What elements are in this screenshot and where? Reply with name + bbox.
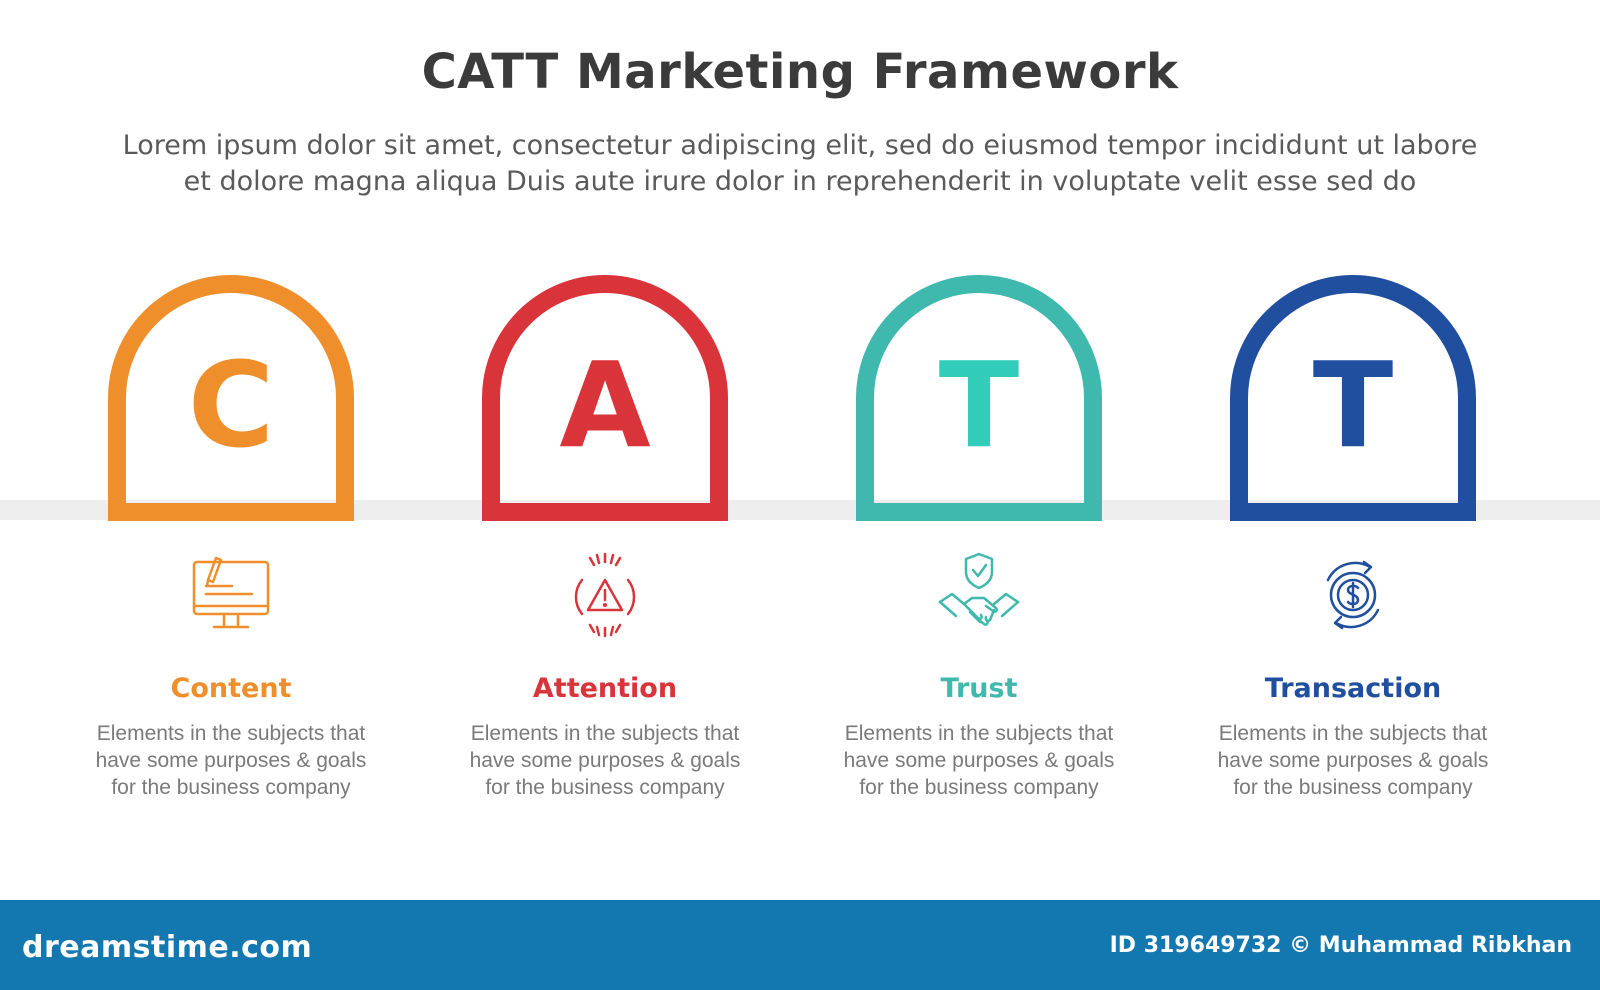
desc-line: Elements in the subjects that [96,722,366,745]
computer-pen-icon [108,550,354,640]
arch-letter-content: C [187,336,275,474]
arch-content: C [108,275,354,522]
dollar-cycle-icon [1230,550,1476,640]
arch-letter-attention: A [559,336,651,474]
desc-line: for the business company [111,776,351,799]
desc-line: for the business company [859,776,1099,799]
arch-transaction: T [1230,275,1476,522]
arch-outline-attention [482,275,728,521]
page-title: CATT Marketing Framework [421,44,1179,100]
desc-line: have some purposes & goals [469,749,741,772]
item-title-content: Content [170,673,292,704]
item-desc-content: Elements in the subjects that have some … [71,720,391,801]
arch-letter-transaction: T [1312,336,1394,474]
item-title-transaction: Transaction [1264,673,1442,704]
footer-logo[interactable]: dreamstime.com [22,930,313,965]
subtitle-line-1: Lorem ipsum dolor sit amet, consectetur … [122,130,1478,161]
footer-bar: dreamstime.com ID 319649732 © Muhammad R… [0,900,1600,990]
desc-line: for the business company [1233,776,1473,799]
desc-line: for the business company [485,776,725,799]
item-desc-trust: Elements in the subjects that have some … [819,720,1139,801]
item-desc-transaction: Elements in the subjects that have some … [1193,720,1513,801]
desc-line: have some purposes & goals [843,749,1115,772]
arch-letter-trust: T [938,336,1020,474]
arch-attention: A [482,275,728,522]
arch-outline-content [108,275,354,521]
alert-warning-icon [482,550,728,640]
page-subtitle: Lorem ipsum dolor sit amet, consectetur … [60,128,1540,200]
item-desc-attention: Elements in the subjects that have some … [445,720,765,801]
footer-credit: ID 319649732 © Muhammad Ribkhan [1109,933,1572,958]
arch-trust: T [856,275,1102,522]
desc-line: Elements in the subjects that [470,722,740,745]
desc-line: have some purposes & goals [95,749,367,772]
item-title-attention: Attention [532,673,678,704]
arch-outline-trust [856,275,1102,521]
desc-line: have some purposes & goals [1217,749,1489,772]
subtitle-line-2: et dolore magna aliqua Duis aute irure d… [183,166,1417,197]
arch-outline-transaction [1230,275,1476,521]
baseline-band [0,500,1600,520]
desc-line: Elements in the subjects that [844,722,1114,745]
desc-line: Elements in the subjects that [1218,722,1488,745]
item-title-trust: Trust [940,673,1018,704]
handshake-shield-icon [856,550,1102,640]
